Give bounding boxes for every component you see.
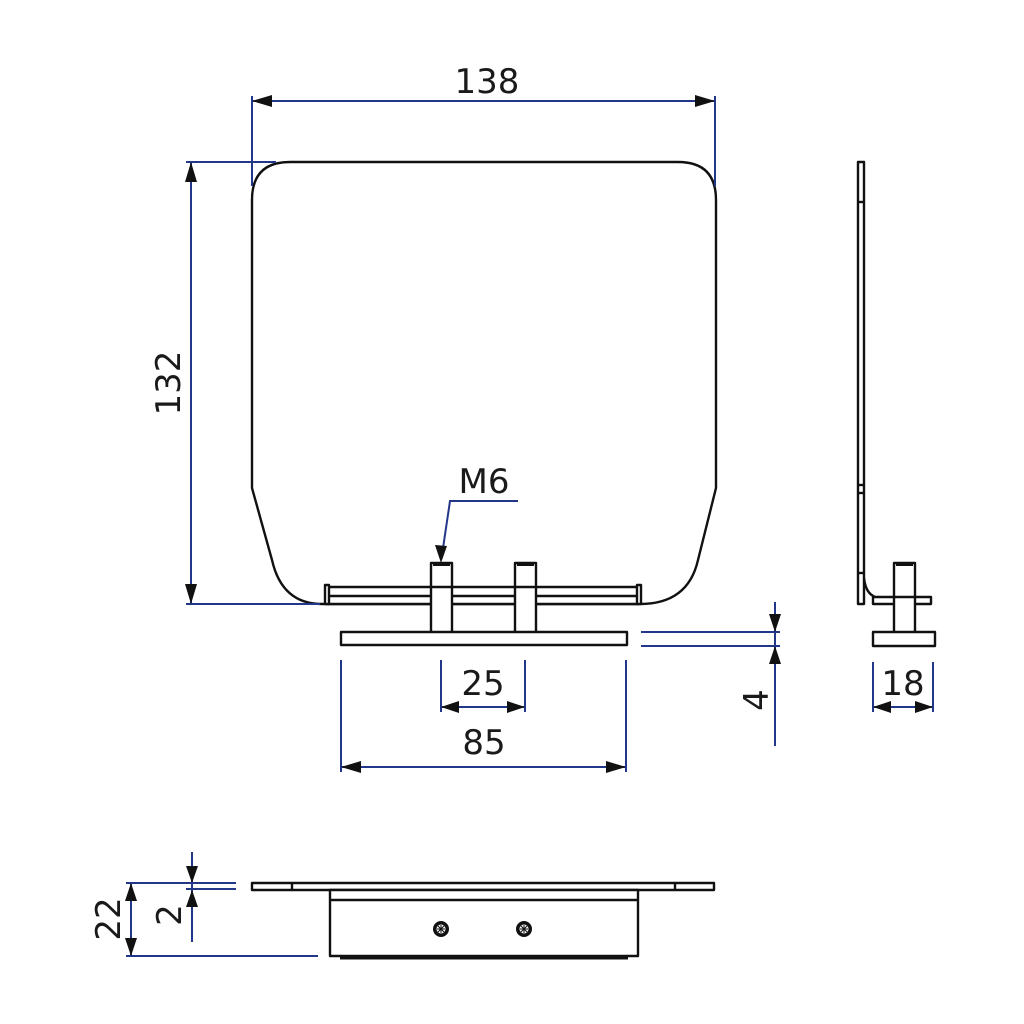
dimension-depth: 18 [872,662,934,713]
plate-outline [250,160,718,606]
dimension-base-thickness: 4 [641,602,781,746]
dimension-total-height: 22 [89,882,318,957]
dimension-height: 132 [149,161,320,605]
dimension-plate-thickness: 2 [150,852,236,942]
dimension-stud-spacing: 25 [440,660,526,713]
depth-label: 18 [881,664,924,704]
stud-spacing-label: 25 [461,664,504,704]
base-plate [339,630,629,647]
stud-left [429,561,454,635]
top-view [250,881,716,960]
side-view [856,160,937,648]
leader-arrow-icon [435,545,447,563]
base-thickness-label: 4 [737,689,777,711]
total-height-label: 22 [89,897,129,940]
bracket-end-left [323,583,331,606]
screw-left-icon [433,921,449,937]
arrow-right-icon [695,95,715,107]
arrow-left-icon [252,95,272,107]
dimension-width: 138 [251,62,716,186]
side-plate [856,160,866,606]
bracket-end-right [635,583,643,606]
side-bend [862,577,881,600]
height-label: 132 [149,351,189,416]
front-view [250,160,718,647]
arrow-up-icon [185,162,197,182]
plate-thickness-label: 2 [150,904,190,926]
thread-label: M6 [459,462,510,502]
side-base [871,630,937,648]
stud-right [513,561,538,635]
width-label: 138 [455,62,520,102]
arrow-down-icon [185,584,197,604]
thread-callout: M6 [435,462,518,563]
base-width-label: 85 [462,723,505,763]
screw-right-icon [516,921,532,937]
dimension-base-width: 85 [340,660,627,773]
